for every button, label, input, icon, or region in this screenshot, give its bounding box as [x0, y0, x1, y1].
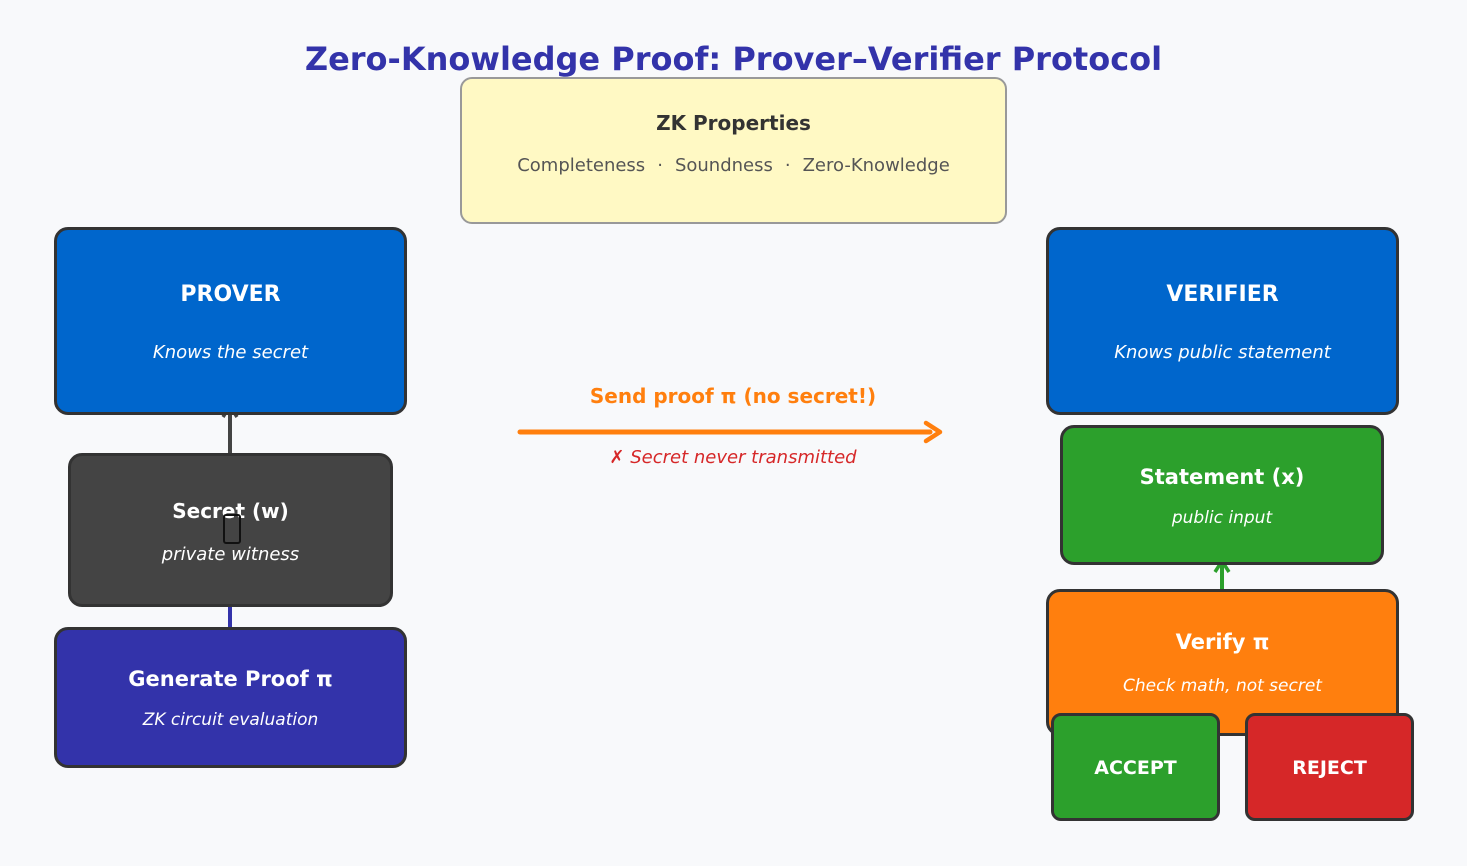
send-proof-label: Send proof π (no secret!) — [589, 384, 877, 408]
prover-subtitle: Knows the secret — [152, 342, 309, 363]
lock-icon — [223, 514, 241, 544]
accept-box: ACCEPT — [1051, 713, 1220, 821]
verify-proof-box: Verify π Check math, not secret — [1046, 589, 1399, 736]
prover-box: PROVER Knows the secret — [54, 227, 407, 415]
verifier-subtitle: Knows public statement — [1114, 342, 1331, 363]
property-soundness: Soundness — [674, 155, 773, 176]
secret-heading: Secret (w) — [172, 499, 289, 523]
prover-heading: PROVER — [180, 282, 281, 307]
reject-box: REJECT — [1245, 713, 1414, 821]
secret-box: Secret (w) private witness — [68, 453, 393, 607]
generate-proof-box: Generate Proof π ZK circuit evaluation — [54, 627, 407, 768]
zk-properties-heading: ZK Properties — [656, 111, 811, 135]
verify-proof-heading: Verify π — [1175, 630, 1270, 654]
statement-subtitle: public input — [1171, 508, 1273, 528]
accept-label: ACCEPT — [1094, 757, 1177, 779]
page-title: Zero-Knowledge Proof: Prover–Verifier Pr… — [304, 40, 1163, 78]
verify-proof-subtitle: Check math, not secret — [1123, 676, 1322, 696]
arrowhead-send-proof — [923, 420, 943, 444]
verifier-heading: VERIFIER — [1166, 282, 1279, 307]
statement-heading: Statement (x) — [1139, 465, 1305, 489]
statement-box: Statement (x) public input — [1060, 425, 1384, 565]
verifier-box: VERIFIER Knows public statement — [1046, 227, 1399, 415]
property-zero-knowledge: Zero-Knowledge — [802, 155, 950, 176]
zk-properties-list: Completeness·Soundness·Zero-Knowledge — [517, 155, 950, 176]
secret-subtitle: private witness — [161, 544, 300, 565]
property-completeness: Completeness — [517, 155, 646, 176]
secret-never-transmitted-label: ✗ Secret never transmitted — [609, 447, 857, 468]
generate-proof-heading: Generate Proof π — [128, 667, 333, 691]
reject-label: REJECT — [1292, 757, 1367, 779]
generate-proof-subtitle: ZK circuit evaluation — [142, 710, 319, 730]
zk-properties-box: ZK Properties Completeness·Soundness·Zer… — [460, 77, 1007, 224]
